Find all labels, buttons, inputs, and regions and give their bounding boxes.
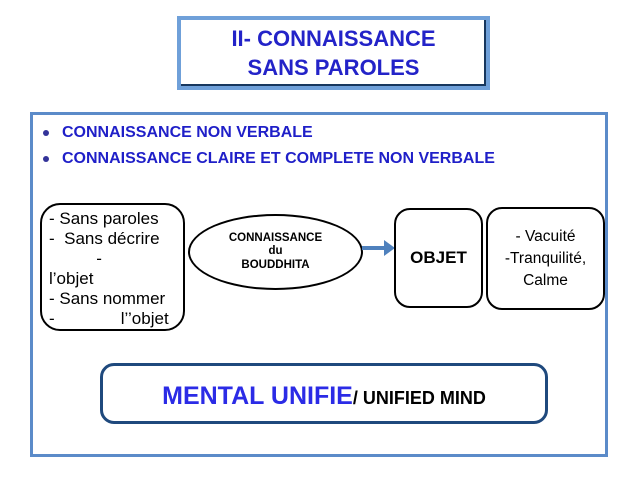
ellipse-line-2: du — [268, 245, 283, 258]
vacuite-line-2: -Tranquilité, — [504, 249, 587, 267]
sans-paroles-line-5: - Sans nommer — [49, 289, 166, 308]
bullet-text-2: CONNAISSANCE CLAIRE ET COMPLETE NON VERB… — [62, 150, 495, 167]
title-box: II- CONNAISSANCE SANS PAROLES — [177, 16, 490, 90]
ellipse-line-3: BOUDDHITA — [241, 258, 310, 271]
vacuite-line-3: Calme — [523, 271, 568, 289]
sans-paroles-line-1: - Sans paroles — [49, 209, 159, 228]
arrow-right-icon — [384, 240, 395, 256]
bullet-icon — [43, 130, 49, 136]
vacuite-box: - Vacuité -Tranquilité, Calme — [486, 207, 605, 310]
vacuite-line-1: - Vacuité — [515, 227, 576, 245]
bullet-item-2: CONNAISSANCE CLAIRE ET COMPLETE NON VERB… — [43, 150, 495, 168]
mental-unifie-box: MENTAL UNIFIE / UNIFIED MIND — [100, 363, 548, 424]
bullet-icon — [43, 156, 49, 162]
objet-label: OBJET — [410, 248, 467, 267]
slide-title-line-2: SANS PAROLES — [247, 55, 420, 80]
sans-paroles-line-6: - l’’objet — [49, 309, 169, 328]
arrow-line — [362, 246, 387, 250]
bullet-text-1: CONNAISSANCE NON VERBALE — [62, 124, 313, 141]
sans-paroles-line-3: - — [49, 249, 102, 268]
unified-mind-label: / UNIFIED MIND — [352, 388, 486, 408]
ellipse-line-1: CONNAISSANCE — [228, 231, 323, 244]
sans-paroles-line-4: l’objet — [49, 269, 94, 288]
mental-unifie-label: MENTAL UNIFIE — [162, 382, 353, 410]
sans-paroles-line-2: - Sans décrire — [49, 229, 160, 248]
objet-box: OBJET — [394, 208, 483, 308]
connaissance-ellipse: CONNAISSANCE du BOUDDHITA — [188, 214, 363, 290]
slide-title-line-1: II- CONNAISSANCE — [231, 26, 436, 51]
sans-paroles-box: - Sans paroles - Sans décrire - l’objet … — [40, 203, 185, 331]
bullet-item-1: CONNAISSANCE NON VERBALE — [43, 124, 313, 142]
